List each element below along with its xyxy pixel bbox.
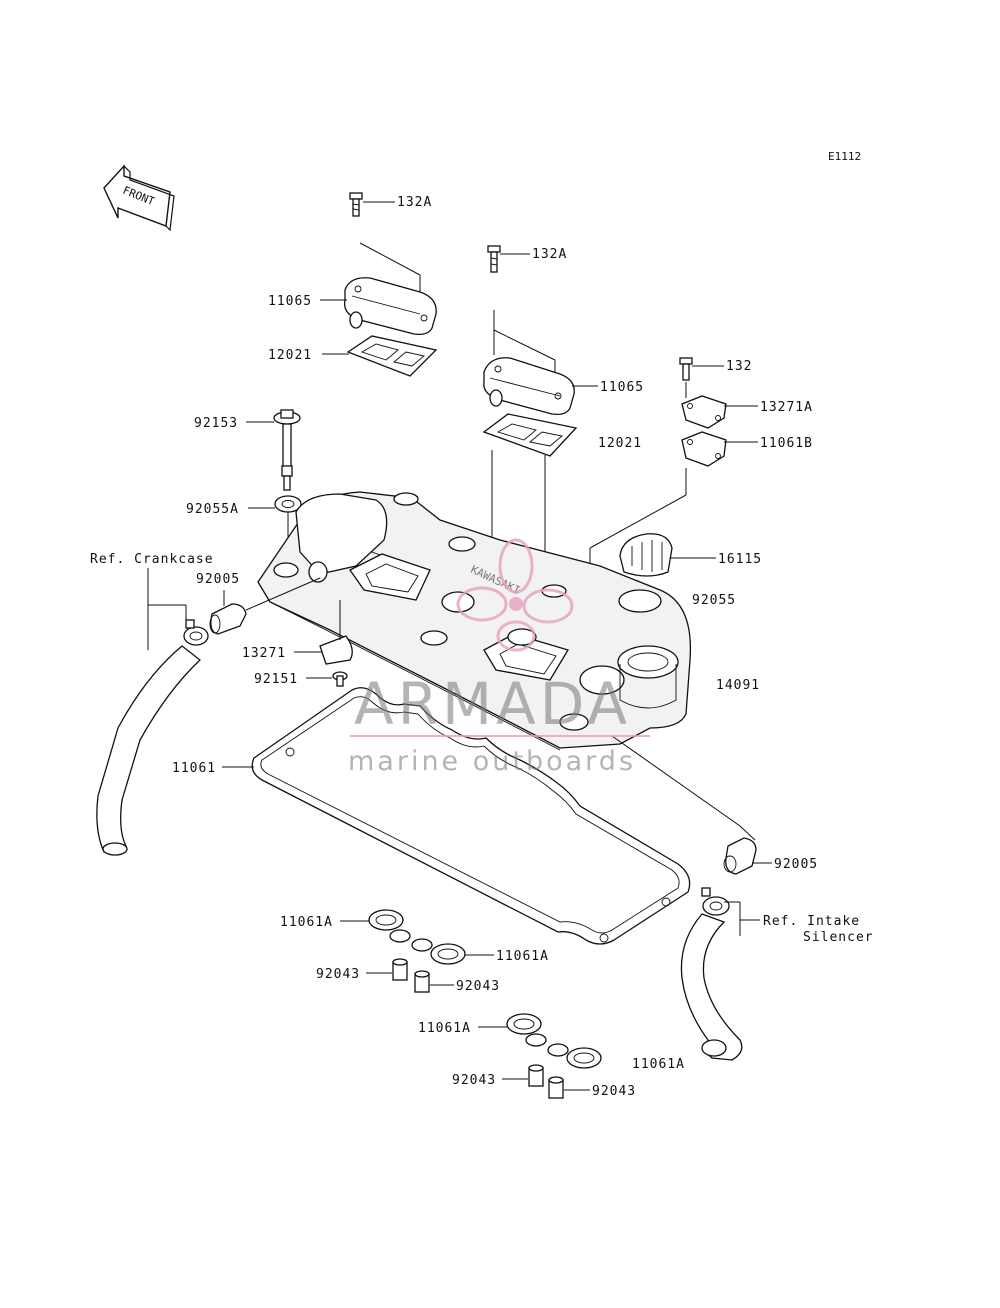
seal-11061a-1[interactable] bbox=[368, 909, 404, 931]
gasket-11061[interactable] bbox=[251, 687, 691, 945]
label-92043-2: 92043 bbox=[456, 979, 500, 994]
cover-11065-right[interactable] bbox=[483, 357, 575, 416]
label-11061b: 11061B bbox=[760, 436, 813, 451]
label-11061a-1: 11061A bbox=[280, 915, 333, 930]
seal-11061a-2[interactable] bbox=[430, 943, 466, 965]
watermark: ARMADA marine outboards bbox=[348, 538, 650, 777]
label-11065-right: 11065 bbox=[600, 380, 644, 395]
label-92055a: 92055A bbox=[186, 502, 239, 517]
hose-left[interactable] bbox=[96, 645, 201, 856]
label-92153: 92153 bbox=[194, 416, 238, 431]
label-92005-right: 92005 bbox=[774, 857, 818, 872]
svg-text:marine outboards: marine outboards bbox=[348, 746, 636, 777]
cover-11065-left[interactable] bbox=[343, 277, 437, 336]
seal-11061a-3[interactable] bbox=[506, 1013, 542, 1035]
label-11061a-3: 11061A bbox=[418, 1021, 471, 1036]
label-16115: 16115 bbox=[718, 552, 762, 567]
label-11061a-4: 11061A bbox=[632, 1057, 685, 1072]
seal-11061a-4[interactable] bbox=[566, 1047, 602, 1069]
bolt-132a-mid[interactable] bbox=[487, 245, 501, 273]
label-12021-right: 12021 bbox=[598, 436, 642, 451]
label-92043-1: 92043 bbox=[316, 967, 360, 982]
label-132: 132 bbox=[726, 359, 752, 374]
label-92043-3: 92043 bbox=[452, 1073, 496, 1088]
diagram-code: E1112 bbox=[828, 150, 861, 163]
gasket-12021-left[interactable] bbox=[346, 335, 438, 377]
gasket-12021-right[interactable] bbox=[482, 413, 578, 457]
sleeve-92043-2[interactable] bbox=[414, 970, 430, 993]
ring-small-1[interactable] bbox=[389, 929, 411, 943]
label-92151: 92151 bbox=[254, 672, 298, 687]
bolt-92151[interactable] bbox=[332, 671, 348, 687]
plate-13271a[interactable] bbox=[681, 395, 727, 429]
sleeve-92043-4[interactable] bbox=[548, 1076, 564, 1099]
label-132a-top: 132A bbox=[397, 195, 432, 210]
hose-right[interactable] bbox=[680, 913, 743, 1061]
label-11061a-2: 11061A bbox=[496, 949, 549, 964]
label-12021-left: 12021 bbox=[268, 348, 312, 363]
ring-small-4[interactable] bbox=[547, 1043, 569, 1057]
ring-small-3[interactable] bbox=[525, 1033, 547, 1047]
plate-13271[interactable] bbox=[319, 635, 353, 665]
label-14091: 14091 bbox=[716, 678, 760, 693]
flower-logo-icon bbox=[456, 538, 574, 652]
front-arrow-icon: FRONT bbox=[103, 164, 175, 232]
fitting-92005-left[interactable] bbox=[209, 603, 247, 635]
label-132a-mid: 132A bbox=[532, 247, 567, 262]
bolt-132[interactable] bbox=[679, 357, 693, 381]
ref-crankcase: Ref. Crankcase bbox=[90, 552, 214, 567]
ref-intake-line1: Ref. Intake bbox=[763, 914, 860, 929]
label-13271a: 13271A bbox=[760, 400, 813, 415]
label-11061: 11061 bbox=[172, 761, 216, 776]
sleeve-92043-1[interactable] bbox=[392, 958, 408, 981]
fitting-92005-right[interactable] bbox=[723, 837, 757, 875]
ring-small-2[interactable] bbox=[411, 938, 433, 952]
oil-cap-16115[interactable] bbox=[619, 533, 673, 577]
o-ring-92055[interactable] bbox=[618, 589, 662, 613]
clamp-right[interactable] bbox=[701, 887, 730, 916]
sleeve-92043-3[interactable] bbox=[528, 1064, 544, 1087]
label-92005-left: 92005 bbox=[196, 572, 240, 587]
clamp-left[interactable] bbox=[183, 619, 209, 646]
bolt-92153[interactable] bbox=[273, 409, 301, 491]
gasket-11061b[interactable] bbox=[681, 431, 727, 467]
label-13271: 13271 bbox=[242, 646, 286, 661]
label-11065-left: 11065 bbox=[268, 294, 312, 309]
ref-intake-line2: Silencer bbox=[803, 930, 874, 945]
svg-text:ARMADA: ARMADA bbox=[354, 670, 631, 738]
label-92043-4: 92043 bbox=[592, 1084, 636, 1099]
bolt-132a-top[interactable] bbox=[349, 192, 363, 217]
label-92055: 92055 bbox=[692, 593, 736, 608]
